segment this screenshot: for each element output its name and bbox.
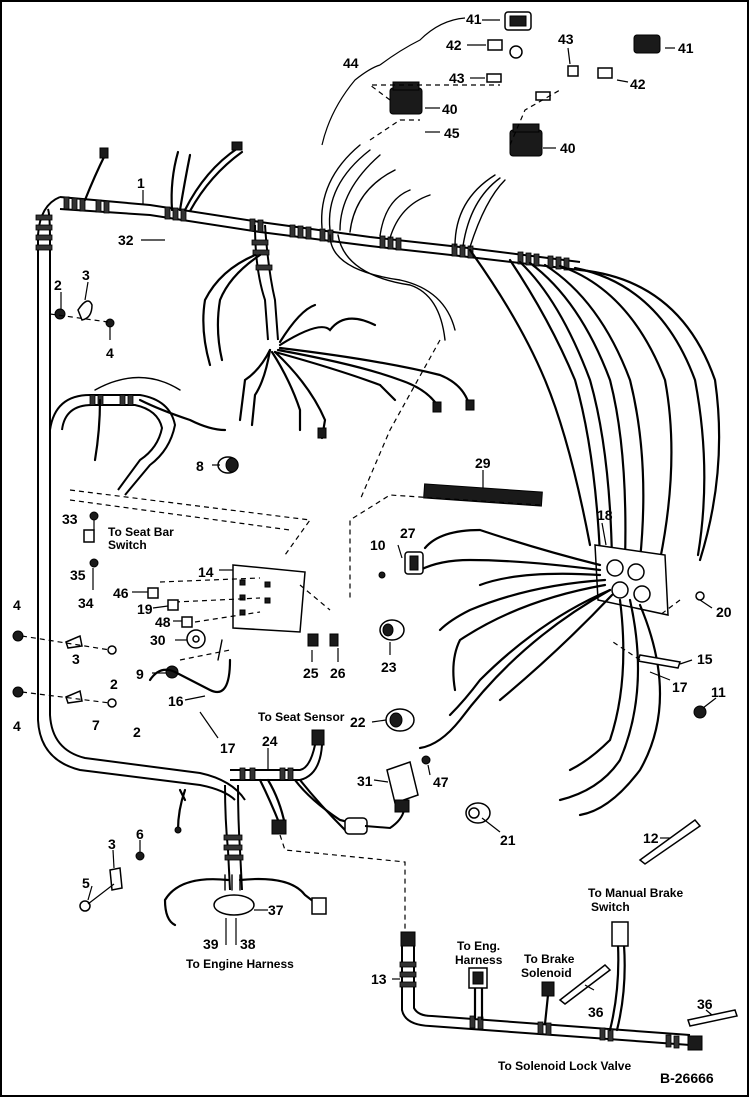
callout-manual-brake: To Manual Brake (588, 886, 683, 900)
part-label: 33 (62, 511, 78, 527)
part-label: 36 (697, 996, 713, 1012)
right-parts (378, 483, 707, 865)
part-label: 38 (240, 936, 256, 952)
part-label: 39 (203, 936, 219, 952)
part-label: 2 (110, 676, 118, 692)
part-label: 17 (220, 740, 236, 756)
part-label: 6 (136, 826, 144, 842)
part-label: 4 (13, 597, 21, 613)
callout-manual-brake-2: Switch (591, 900, 630, 914)
part-label: 17 (672, 679, 688, 695)
top-wires (83, 141, 506, 248)
switch-41-right (633, 34, 661, 54)
part-label: 21 (500, 832, 516, 848)
part-label: 14 (198, 564, 214, 580)
part-label: 18 (597, 507, 613, 523)
part-label: 12 (643, 830, 659, 846)
part-label: 4 (106, 345, 114, 361)
main-harness (35, 196, 581, 801)
part-label: 15 (697, 651, 713, 667)
part-label: 30 (150, 632, 166, 648)
part-label: 3 (82, 267, 90, 283)
callout-eng-harness-2: Harness (455, 953, 503, 967)
part-label: 26 (330, 665, 346, 681)
part-label: 29 (475, 455, 491, 471)
part-label: 41 (466, 11, 482, 27)
engine-harness-branch (163, 784, 327, 927)
part-label: 48 (155, 614, 171, 630)
connectors-42-43 (486, 39, 613, 101)
right-bundle (468, 248, 721, 562)
plate-14 (232, 564, 306, 633)
part-label: 42 (446, 37, 462, 53)
part-label: 7 (92, 717, 100, 733)
part-label: 40 (442, 101, 458, 117)
part-label: 35 (70, 567, 86, 583)
callout-seat-bar: To Seat Bar (108, 525, 174, 539)
part-label: 46 (113, 585, 129, 601)
part-number-labels: 1 2 3 4 32 44 41 42 43 40 45 43 41 42 40… (13, 11, 732, 1020)
fasteners-bottom-left (79, 851, 145, 912)
callout-brake-solenoid: To Brake (524, 952, 575, 966)
part-label: 31 (357, 773, 373, 789)
drawing-number: B-26666 (660, 1070, 714, 1086)
part-label: 13 (371, 971, 387, 987)
leader-lines (60, 19, 717, 1016)
harness-13 (399, 921, 738, 1051)
part-label: 40 (560, 140, 576, 156)
part-label: 3 (72, 651, 80, 667)
callout-seat-bar-2: Switch (108, 538, 147, 552)
part-label: 3 (108, 836, 116, 852)
connector-fanout (418, 528, 662, 817)
callout-solenoid-lock-valve: To Solenoid Lock Valve (498, 1059, 631, 1073)
part-label: 8 (196, 458, 204, 474)
seat-bar-branch (49, 376, 312, 556)
part-label: 42 (630, 76, 646, 92)
center-branch (202, 224, 475, 501)
connector-18 (594, 544, 669, 616)
part-label: 10 (370, 537, 386, 553)
part-label: 41 (678, 40, 694, 56)
part-label: 32 (118, 232, 134, 248)
part-label: 45 (444, 125, 460, 141)
relay-40-right (509, 123, 543, 157)
part-label: 47 (433, 774, 449, 790)
part-label: 27 (400, 525, 416, 541)
callout-labels: To Seat Bar Switch To Seat Sensor To Eng… (108, 525, 714, 1086)
part-label: 44 (343, 55, 359, 71)
fasteners-left (12, 300, 117, 708)
part-label: 23 (381, 659, 397, 675)
part-label: 25 (303, 665, 319, 681)
part-label: 2 (133, 724, 141, 740)
callout-seat-sensor: To Seat Sensor (258, 710, 345, 724)
part-label: 37 (268, 902, 284, 918)
part-label: 36 (588, 1004, 604, 1020)
seat-sensor-branch (230, 729, 410, 835)
part-label: 4 (13, 718, 21, 734)
callout-eng-harness: To Eng. (457, 939, 500, 953)
part-label: 24 (262, 733, 278, 749)
part-label: 20 (716, 604, 732, 620)
relay-40-left (389, 81, 423, 115)
part-label: 43 (558, 31, 574, 47)
part-label: 22 (350, 714, 366, 730)
callout-brake-solenoid-2: Solenoid (521, 966, 572, 980)
part-label: 34 (78, 595, 94, 611)
part-label: 9 (136, 666, 144, 682)
part-label: 11 (711, 684, 726, 700)
callout-engine-harness: To Engine Harness (186, 957, 294, 971)
switch-41-left (504, 11, 532, 31)
part-label: 5 (82, 875, 90, 891)
harness-bands (35, 196, 570, 271)
part-label: 16 (168, 693, 184, 709)
part-label: 43 (449, 70, 465, 86)
part-label: 2 (54, 277, 62, 293)
part-label: 19 (137, 601, 153, 617)
part-label: 1 (137, 175, 145, 191)
